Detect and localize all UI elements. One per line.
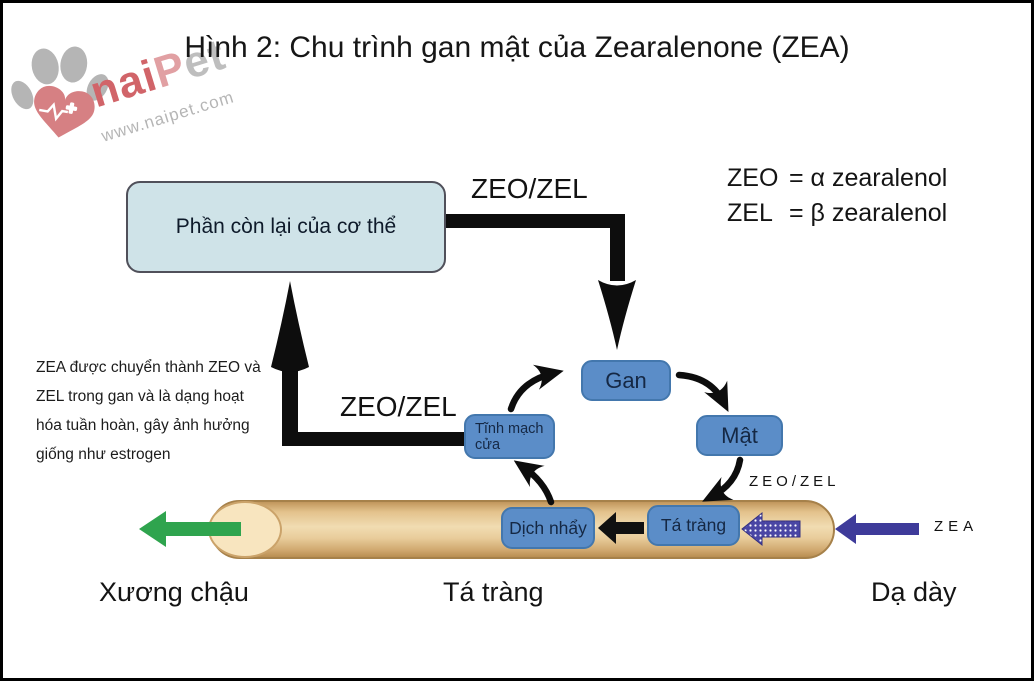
node-gan: Gan [581, 360, 671, 401]
label-zeozel-left: ZEO/ZEL [340, 391, 457, 422]
note-text: ZEA được chuyển thành ZEO và ZEL trong g… [36, 353, 286, 469]
label-zeozel-small: ZEO/ZEL [749, 473, 840, 490]
node-tinh-mach-cua-line1: Tĩnh mạch [475, 420, 544, 437]
node-rest-of-body: Phần còn lại của cơ thể [126, 181, 446, 273]
node-dich-nhay: Dịch nhẩy [501, 507, 595, 549]
label-ta-trang-bottom: Tá tràng [443, 577, 544, 607]
legend-row-zeo: ZEO = α zearalenol [727, 161, 947, 196]
node-tinh-mach-cua-line2: cửa [475, 436, 501, 453]
label-zeozel-top: ZEO/ZEL [471, 173, 588, 204]
paw-icon [11, 46, 109, 138]
note-line-2: ZEL trong gan và là dạng hoạt [36, 388, 244, 405]
arrow-zea-intake [835, 514, 919, 544]
node-mat: Mật [696, 415, 783, 456]
arrow-gan-to-mat [675, 371, 729, 412]
arrow-portalvein-to-gan [507, 364, 564, 413]
arrow-mucus-to-portalvein [513, 460, 555, 506]
intestine-end-ellipse [208, 501, 282, 558]
legend-def-zel: = β zearalenol [789, 199, 948, 227]
node-ta-trang: Tá tràng [647, 505, 740, 546]
arrow-mat-to-duodenum [702, 456, 744, 502]
figure-title: Hình 2: Chu trình gan mật của Zearalenon… [184, 31, 850, 64]
legend: ZEO = α zearalenol ZEL = β zearalenol [727, 161, 947, 231]
label-xuong-chau: Xương chậu [99, 577, 249, 607]
note-line-4: giống như estrogen [36, 446, 171, 463]
legend-def-zeo: = α zearalenol [789, 164, 948, 192]
label-da-day: Dạ dày [871, 577, 957, 607]
node-tinh-mach-cua: Tĩnh mạch cửa [464, 414, 555, 459]
label-zea: ZEA [934, 518, 979, 535]
arrow-body-to-gan [446, 214, 625, 281]
legend-term-zeo: ZEO [727, 164, 779, 192]
legend-term-zel: ZEL [727, 199, 773, 227]
watermark-logo: naiPet www.naipet.com [3, 21, 283, 171]
arrow-body-to-gan-head [598, 280, 636, 350]
note-line-3: hóa tuần hoàn, gây ảnh hưởng [36, 417, 250, 434]
legend-row-zel: ZEL = β zearalenol [727, 196, 947, 231]
note-line-1: ZEA được chuyển thành ZEO và [36, 359, 261, 376]
